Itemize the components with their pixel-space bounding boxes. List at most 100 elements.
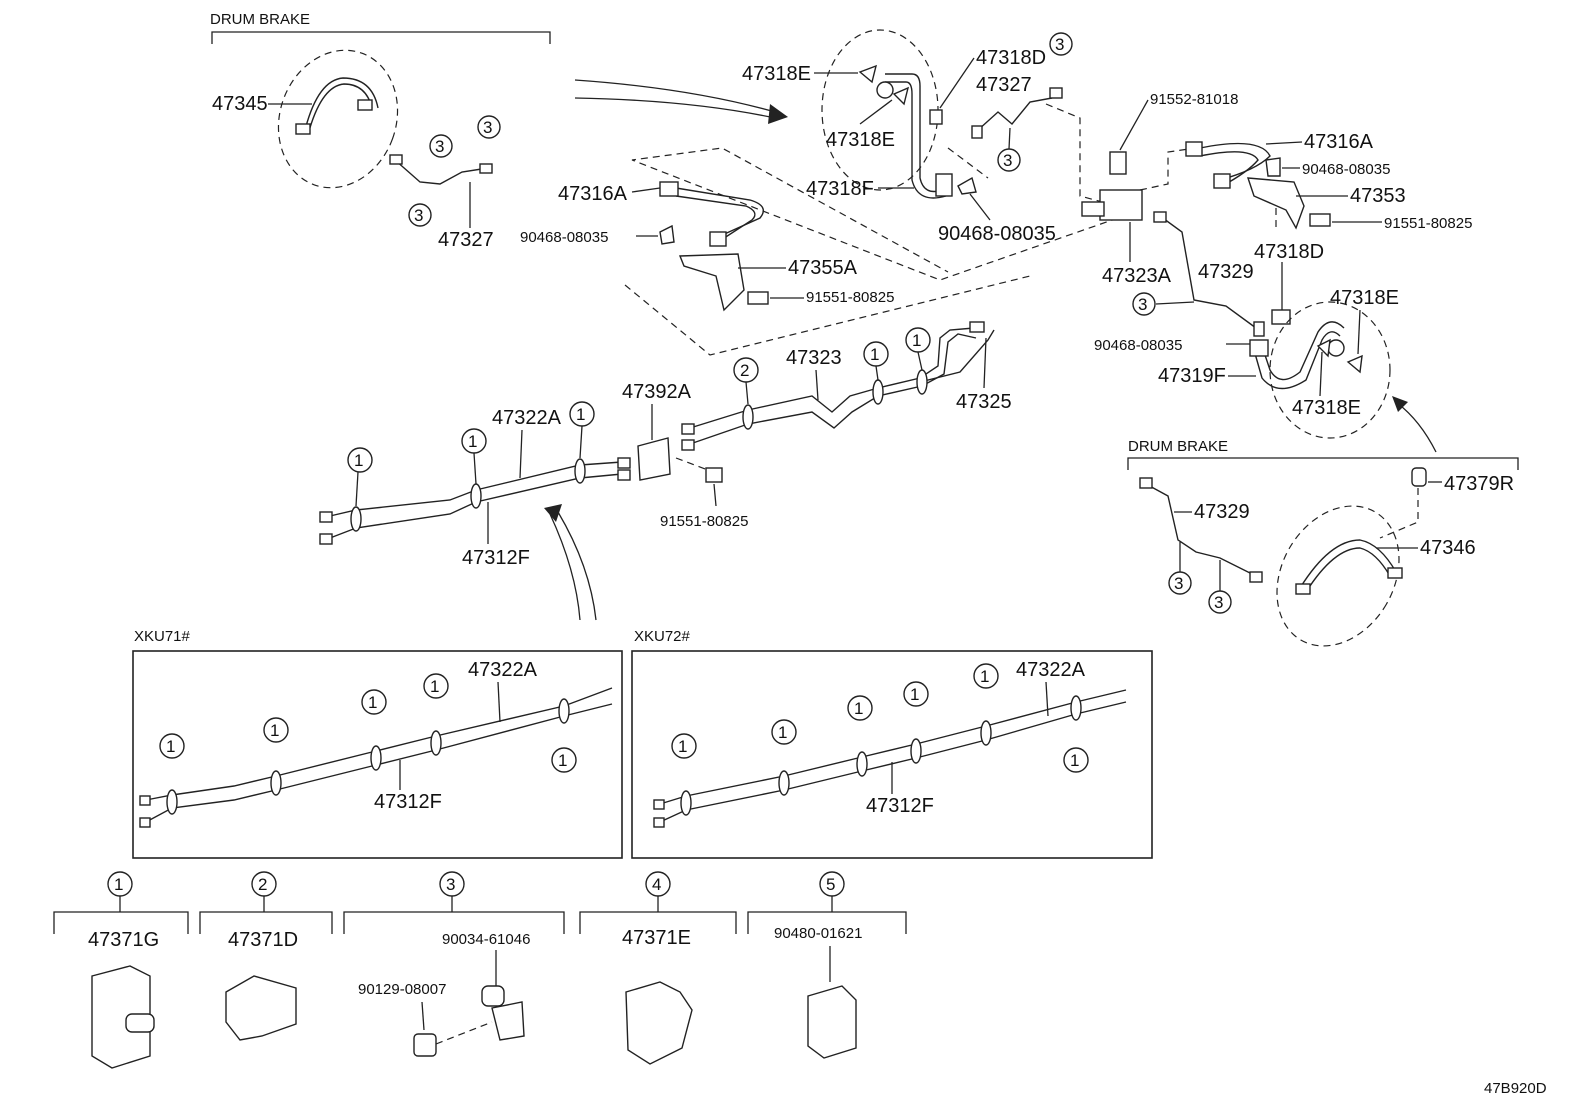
legend-part-90034-61046: 90034-61046 xyxy=(442,931,530,948)
pipe-fitting xyxy=(295,123,311,135)
bolt-90129-icon xyxy=(413,1033,437,1057)
svg-text:3: 3 xyxy=(435,137,444,156)
pipe-47322A-xku72 xyxy=(659,689,1127,805)
legend-part-90480-01621: 90480-01621 xyxy=(774,925,862,942)
label-47345: 47345 xyxy=(212,93,268,115)
svg-text:3: 3 xyxy=(483,118,492,137)
bolt-47318D-right xyxy=(1271,309,1291,325)
bolt-91552 xyxy=(1109,151,1127,175)
pipe-47322A-xku71 xyxy=(145,687,613,801)
bolt-47318D xyxy=(929,109,943,125)
bolt-91551-right xyxy=(1309,213,1331,227)
svg-text:1: 1 xyxy=(910,685,919,704)
label-47327-left: 47327 xyxy=(438,229,494,251)
svg-text:1: 1 xyxy=(576,405,585,424)
svg-text:3: 3 xyxy=(446,875,455,894)
svg-text:1: 1 xyxy=(678,737,687,756)
callout-3 xyxy=(477,115,501,139)
label-47322A-main: 47322A xyxy=(492,407,562,429)
svg-text:1: 1 xyxy=(870,345,879,364)
clamp-47371D-icon xyxy=(225,975,297,1041)
front-hose-detail-group: 47318E 47318E 47318F 47318D 3 47327 3 90… xyxy=(742,29,1073,245)
pipe-fitting xyxy=(479,163,493,174)
label-90468-left: 90468-08035 xyxy=(520,229,608,246)
svg-text:1: 1 xyxy=(270,721,279,740)
callout-3 xyxy=(429,134,453,158)
clamp-90480-icon xyxy=(807,985,857,1059)
label-47327-top: 47327 xyxy=(976,74,1032,96)
label-91551-center: 91551-80825 xyxy=(660,513,748,530)
clip-47318E xyxy=(858,64,878,84)
legend-part-47371G: 47371G xyxy=(88,929,159,951)
pipe-47312F-xku72 xyxy=(659,701,1127,823)
label-47379R: 47379R xyxy=(1444,473,1514,495)
brake-pipe-47327-left xyxy=(394,159,489,185)
label-91551-right: 91551-80825 xyxy=(1384,215,1472,232)
clamp-47371E-icon xyxy=(625,981,693,1065)
pipe-47312F-xku71 xyxy=(145,703,613,823)
pipe-47312F xyxy=(329,473,623,539)
svg-text:1: 1 xyxy=(468,432,477,451)
clamp-47371G-icon xyxy=(91,965,151,1069)
left-hose-group: 47316A 90468-08035 47355A 91551-80825 xyxy=(520,181,1031,356)
svg-text:1: 1 xyxy=(354,451,363,470)
label-47318E-right-bot: 47318E xyxy=(1292,397,1361,419)
bolt-91551 xyxy=(747,291,769,305)
brake-pipe-47345 xyxy=(304,77,379,131)
label-90468-right: 90468-08035 xyxy=(1302,161,1390,178)
label-47318E-right-top: 47318E xyxy=(1330,287,1399,309)
drum-brake-top-left-group: DRUM BRAKE 47345 3 3 3 47327 xyxy=(210,11,551,251)
drum-brake-right-group: DRUM BRAKE 47329 3 3 47379R 47346 xyxy=(1127,438,1519,647)
svg-text:3: 3 xyxy=(1174,574,1183,593)
label-90468-lowright: 90468-08035 xyxy=(1094,337,1182,354)
svg-text:2: 2 xyxy=(740,361,749,380)
dashed-outline xyxy=(631,147,1119,281)
xku72-variant-box: XKU72# 1 1 1 1 1 1 47322A 47312F xyxy=(631,628,1153,859)
svg-text:2: 2 xyxy=(258,875,267,894)
label-47318D-top: 47318D xyxy=(976,47,1046,69)
pipe-fitting xyxy=(389,154,403,165)
label-47346: 47346 xyxy=(1420,537,1476,559)
junction-47392A xyxy=(637,437,671,481)
xku71-label: XKU71# xyxy=(134,628,191,645)
svg-text:1: 1 xyxy=(368,693,377,712)
pipe-47325 xyxy=(919,329,995,383)
label-47318D-right: 47318D xyxy=(1254,241,1324,263)
label-47325: 47325 xyxy=(956,391,1012,413)
junction-47323A xyxy=(1099,189,1143,221)
svg-text:1: 1 xyxy=(1070,751,1079,770)
label-47318E-mid: 47318E xyxy=(826,129,895,151)
label-47318F: 47318F xyxy=(806,178,874,200)
hose-47318F xyxy=(885,73,943,193)
label-47318E-top: 47318E xyxy=(742,63,811,85)
brake-pipe-47346 xyxy=(1299,539,1397,589)
label-47316A-right: 47316A xyxy=(1304,131,1374,153)
callout-3 xyxy=(1132,292,1156,316)
svg-text:1: 1 xyxy=(980,667,989,686)
legend-clamps: 1 47371G 2 47371D 3 90034-61046 90129-08… xyxy=(53,871,907,1069)
label-91552: 91552-81018 xyxy=(1150,91,1238,108)
label-47319F: 47319F xyxy=(1158,365,1226,387)
legend-part-90129-08007: 90129-08007 xyxy=(358,981,446,998)
xku72-label: XKU72# xyxy=(634,628,691,645)
diagram-code: 47B920D xyxy=(1484,1080,1547,1097)
label-90468-mid: 90468-08035 xyxy=(938,223,1056,245)
pipe-fitting xyxy=(357,99,373,111)
label-47353: 47353 xyxy=(1350,185,1406,207)
svg-text:1: 1 xyxy=(166,737,175,756)
svg-text:5: 5 xyxy=(826,875,835,894)
label-47316A-left: 47316A xyxy=(558,183,628,205)
detail-ellipse-top-left xyxy=(277,49,399,189)
svg-text:3: 3 xyxy=(1003,151,1012,170)
clip-90468 xyxy=(957,176,977,195)
hose-47316A-left xyxy=(675,187,764,237)
svg-text:3: 3 xyxy=(1055,35,1064,54)
svg-text:4: 4 xyxy=(652,875,661,894)
label-47323A: 47323A xyxy=(1102,265,1172,287)
bolt-91551-center xyxy=(705,467,723,483)
callout-3 xyxy=(408,203,432,227)
clamp-90034-icon xyxy=(481,985,505,1007)
drum-brake-bracket-top xyxy=(211,31,551,44)
legend-part-47371D: 47371D xyxy=(228,929,298,951)
